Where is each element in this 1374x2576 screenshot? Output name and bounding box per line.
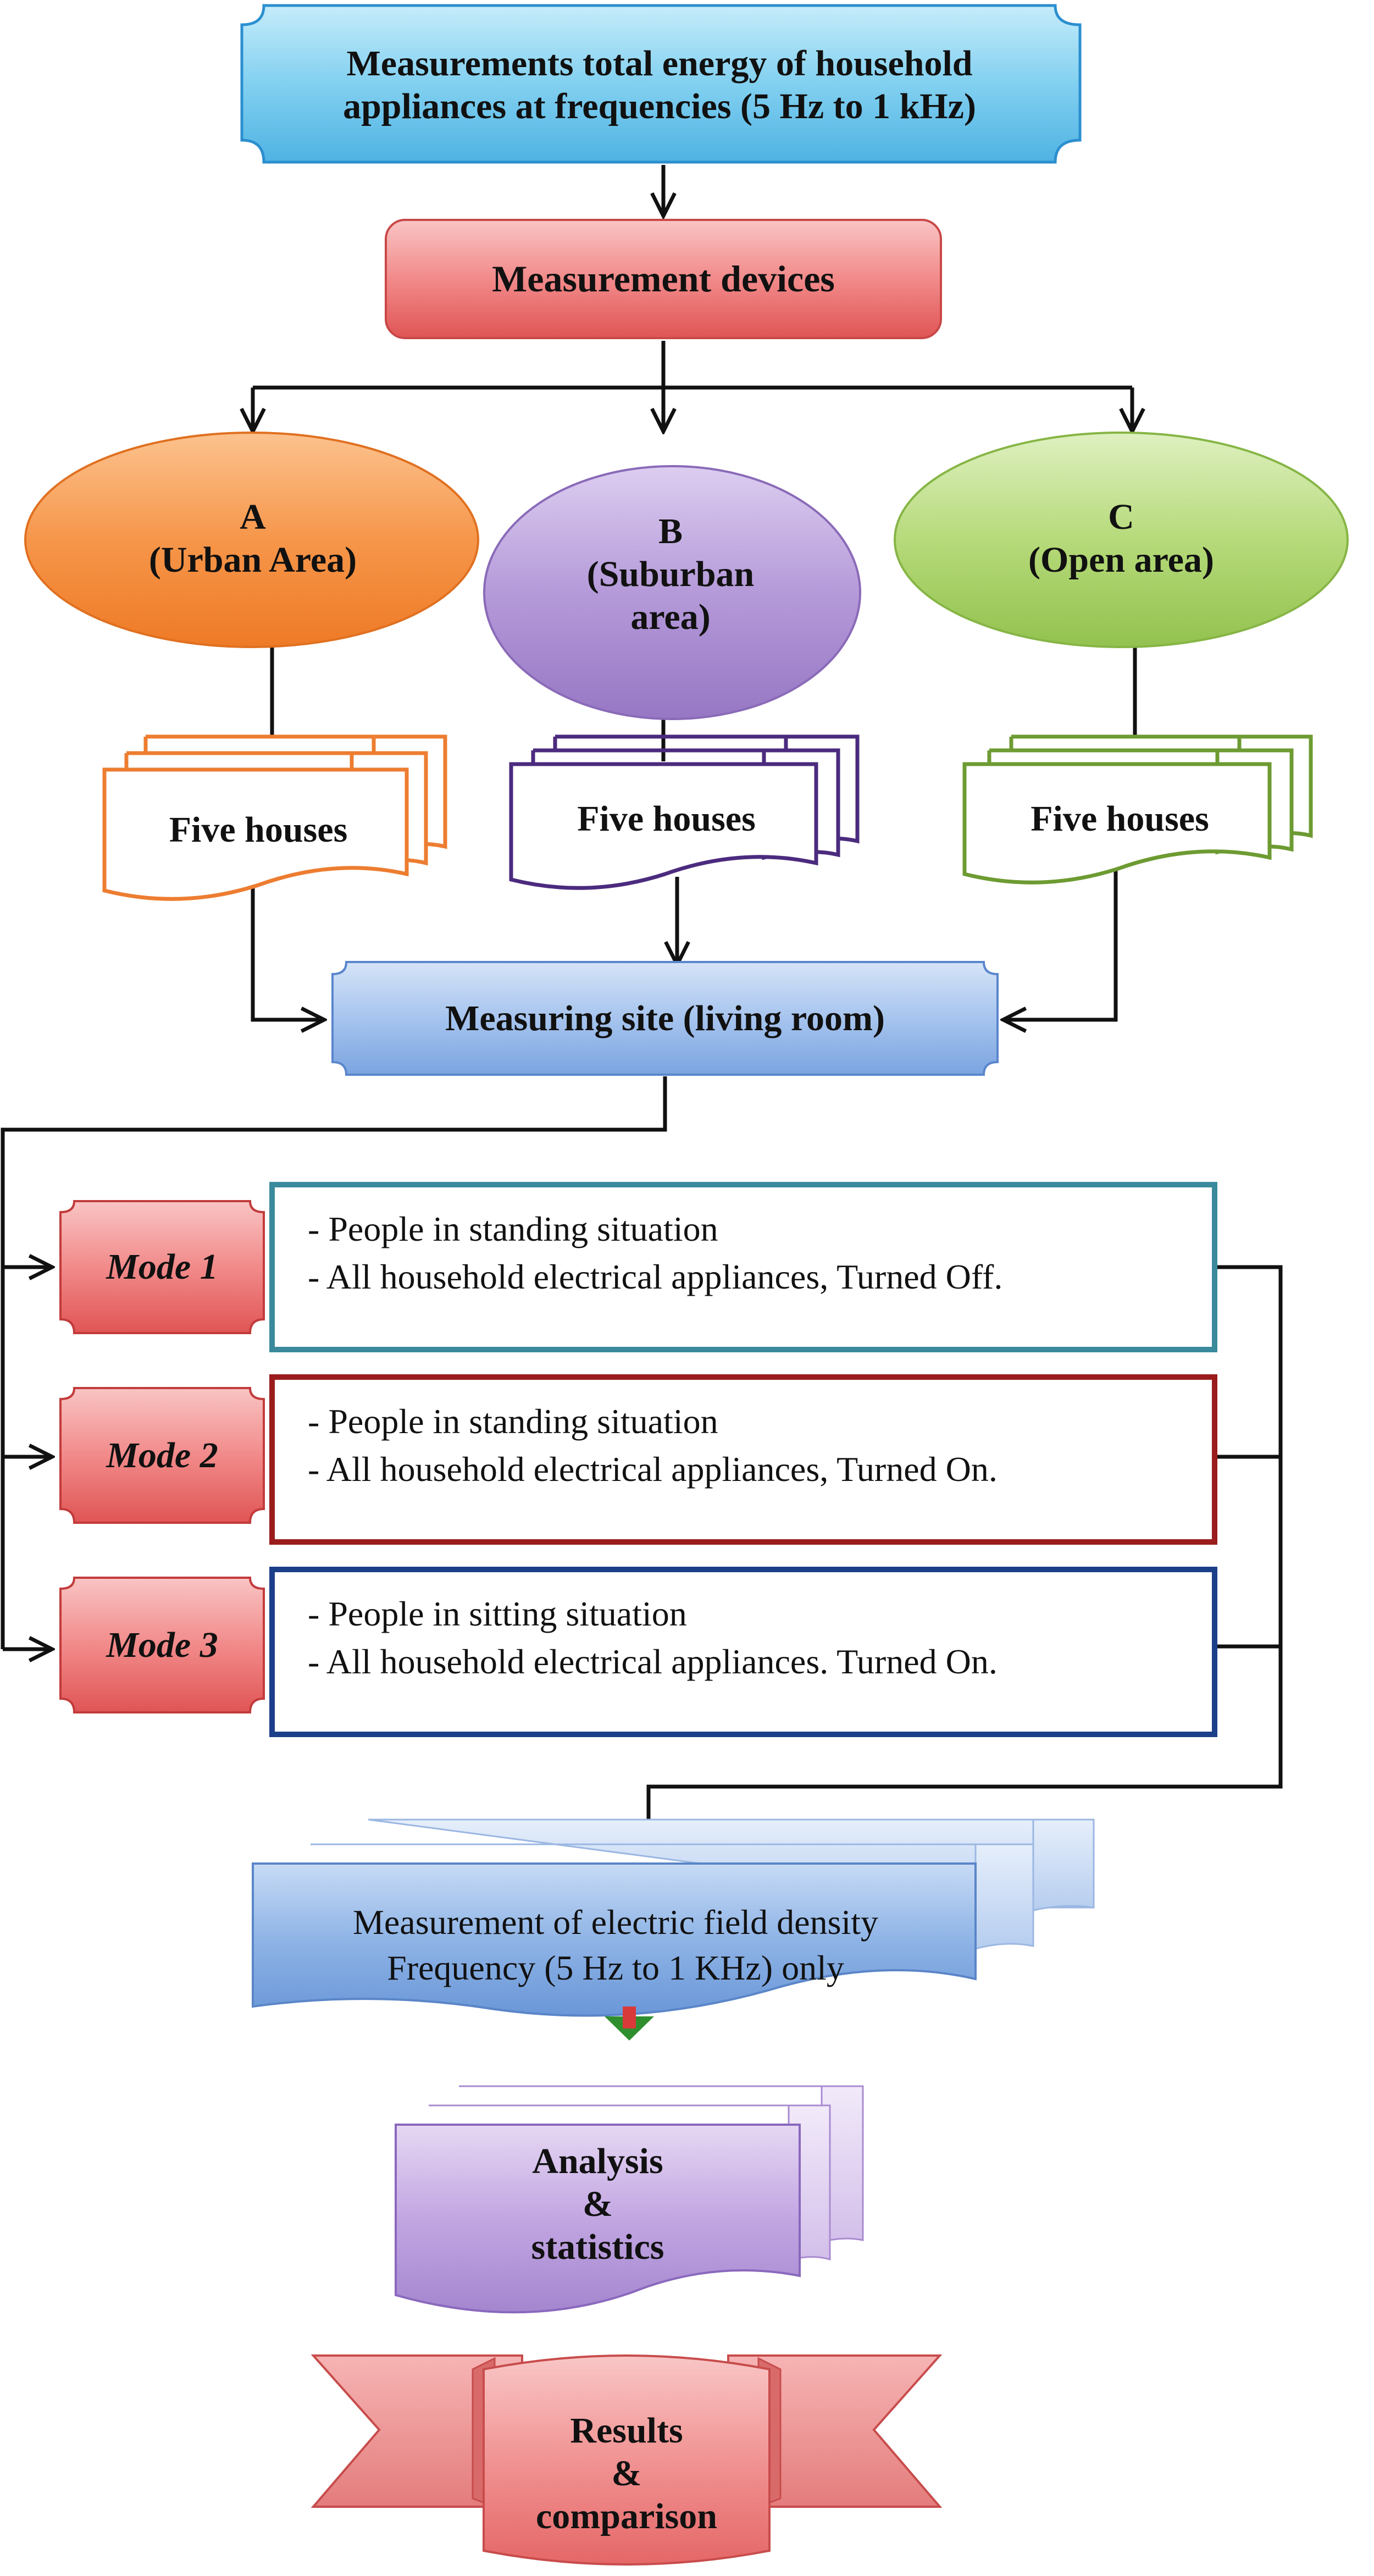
houses-a-label: Five houses: [169, 810, 348, 850]
houses-c-stack: [962, 734, 1313, 885]
results-label: Results & comparison: [536, 2411, 717, 2536]
houses-b-stack: [509, 734, 860, 890]
mode-3-label: Mode 3: [106, 1624, 218, 1665]
site-label: Measuring site (living room): [445, 998, 885, 1038]
measurement-label: Measurement of electric field density Fr…: [352, 1903, 879, 1988]
header-box: [240, 4, 1082, 164]
header-title-line-2: appliances at frequencies (5 Hz to 1 kHz…: [343, 86, 976, 126]
results-ribbon: [311, 2354, 943, 2566]
area-b-label: B (Suburban area): [586, 511, 755, 637]
area-a-ellipse: [24, 432, 479, 648]
mode-2-badge: [59, 1387, 265, 1524]
mode-2-description: - People in standing situation - All hou…: [308, 1402, 998, 1489]
devices-label: Measurement devices: [492, 258, 835, 300]
mode-1-label: Mode 1: [106, 1247, 218, 1287]
houses-a-stack: [102, 734, 447, 901]
mode-3-desc-box: [269, 1567, 1217, 1737]
area-b-ellipse: [483, 465, 861, 720]
site-box: [331, 961, 999, 1076]
header-title: Measurements total energy of household a…: [264, 30, 1055, 140]
area-c-label: C (Open area): [1028, 497, 1214, 580]
mode-1-description: - People in standing situation - All hou…: [308, 1209, 1003, 1297]
mode-1-desc-box: [269, 1182, 1217, 1352]
houses-c-label: Five houses: [1030, 799, 1209, 839]
mode-3-description: - People in sitting situation - All hous…: [308, 1594, 998, 1682]
analysis-stack: [395, 2085, 864, 2314]
measurement-stack: [252, 1818, 1095, 2017]
mode-3-badge: [59, 1577, 265, 1713]
analysis-label: Analysis & statistics: [531, 2141, 664, 2267]
connectors: [1, 165, 1283, 1844]
area-a-label: A (Urban Area): [148, 497, 357, 580]
devices-box: [385, 219, 942, 339]
mode-2-desc-box: [269, 1374, 1217, 1545]
houses-b-label: Five houses: [577, 799, 756, 839]
header-title-line-1: Measurements total energy of household: [346, 43, 973, 84]
area-c-ellipse: [894, 432, 1349, 648]
mode-1-badge: [59, 1200, 265, 1334]
mode-2-label: Mode 2: [106, 1435, 218, 1475]
down-arrow-icon: [605, 2006, 654, 2041]
